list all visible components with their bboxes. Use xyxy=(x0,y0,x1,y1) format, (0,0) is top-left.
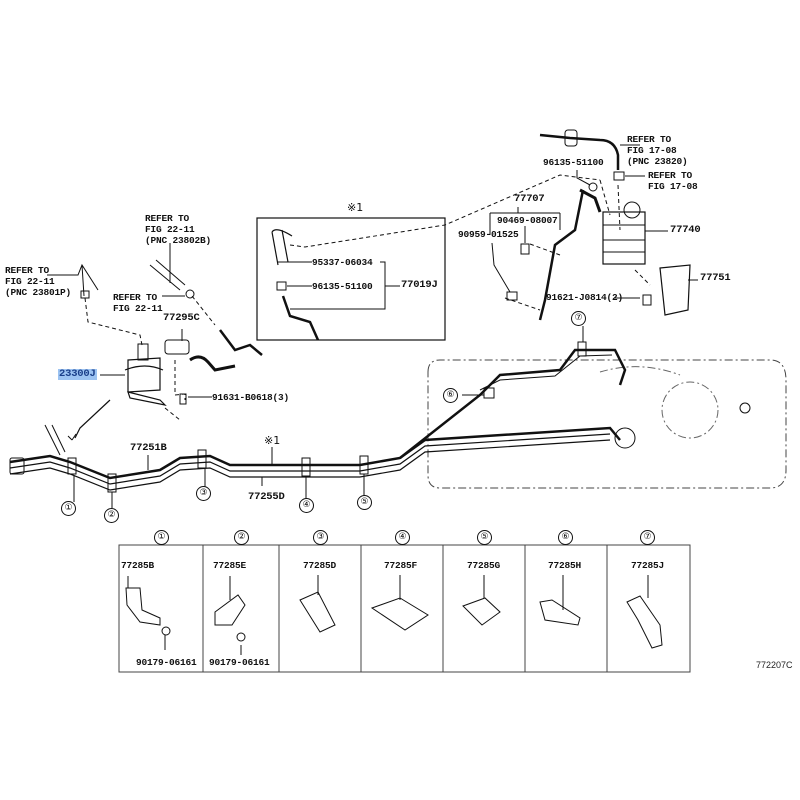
part-77285g[interactable]: 77285G xyxy=(467,560,501,571)
inset-box xyxy=(256,217,446,341)
part-77285j[interactable]: 77285J xyxy=(631,560,665,571)
part-77285h[interactable]: 77285H xyxy=(548,560,582,571)
part-77285e[interactable]: 77285E xyxy=(213,560,247,571)
part-77295c[interactable]: 77295C xyxy=(163,312,200,324)
charcoal-canister xyxy=(602,211,646,265)
fuel-tank-outline xyxy=(427,359,787,489)
table-num-5: ⑤ xyxy=(477,530,492,545)
part-77255d[interactable]: 77255D xyxy=(248,491,285,503)
table-num-3: ③ xyxy=(313,530,328,545)
refer-line: REFER TO xyxy=(145,213,190,224)
part-77285b[interactable]: 77285B xyxy=(121,560,155,571)
refer-line: REFER TO xyxy=(113,292,158,303)
part-91621-j0814[interactable]: 91621-J0814(2) xyxy=(546,292,624,303)
refer-line: FIG 17-08 xyxy=(648,181,698,192)
callout-4: ④ xyxy=(299,498,314,513)
note-mark-top: ※1 xyxy=(347,201,364,214)
fuel-line-main xyxy=(9,426,621,480)
refer-line: REFER TO xyxy=(627,134,672,145)
part-95337-06034[interactable]: 95337-06034 xyxy=(312,257,373,268)
table-num-2: ② xyxy=(234,530,249,545)
callout-7: ⑦ xyxy=(571,311,586,326)
part-23300j-highlighted[interactable]: 23300J xyxy=(58,368,97,380)
callout-6: ⑥ xyxy=(443,388,458,403)
table-num-7: ⑦ xyxy=(640,530,655,545)
callout-3: ③ xyxy=(196,486,211,501)
refer-line: FIG 22-11 xyxy=(113,303,163,314)
part-96135-51100-inset[interactable]: 96135-51100 xyxy=(312,281,373,292)
callout-1: ① xyxy=(61,501,76,516)
refer-line: REFER TO xyxy=(648,170,693,181)
part-77019j[interactable]: 77019J xyxy=(401,279,438,291)
part-77740[interactable]: 77740 xyxy=(670,224,701,236)
table-num-4: ④ xyxy=(395,530,410,545)
part-96135-51100[interactable]: 96135-51100 xyxy=(543,157,604,168)
part-77285d[interactable]: 77285D xyxy=(303,560,337,571)
part-77751[interactable]: 77751 xyxy=(700,272,731,284)
refer-line: FIG 17-08 xyxy=(627,145,677,156)
table-num-1: ① xyxy=(154,530,169,545)
part-90179-06161-b[interactable]: 90179-06161 xyxy=(209,657,270,668)
part-91631-b0618[interactable]: 91631-B0618(3) xyxy=(212,392,290,403)
illustration-reference-number: 772207C xyxy=(756,660,793,670)
table-num-6: ⑥ xyxy=(558,530,573,545)
callout-5: ⑤ xyxy=(357,495,372,510)
part-90469-08007[interactable]: 90469-08007 xyxy=(497,215,558,226)
part-90959-01525[interactable]: 90959-01525 xyxy=(458,229,519,240)
note-mark-line: ※1 xyxy=(264,434,281,447)
refer-line: FIG 22-11 xyxy=(5,276,55,287)
part-77251b[interactable]: 77251B xyxy=(130,442,167,454)
clamp-table-frame xyxy=(118,544,691,673)
refer-line: (PNC 23802B) xyxy=(145,235,212,246)
refer-line: REFER TO xyxy=(5,265,50,276)
part-77707[interactable]: 77707 xyxy=(514,193,545,205)
part-90179-06161-a[interactable]: 90179-06161 xyxy=(136,657,197,668)
refer-line: (PNC 23801P) xyxy=(5,287,72,298)
part-77285f[interactable]: 77285F xyxy=(384,560,418,571)
refer-line: FIG 22-11 xyxy=(145,224,195,235)
refer-line: (PNC 23820) xyxy=(627,156,688,167)
callout-2: ② xyxy=(104,508,119,523)
